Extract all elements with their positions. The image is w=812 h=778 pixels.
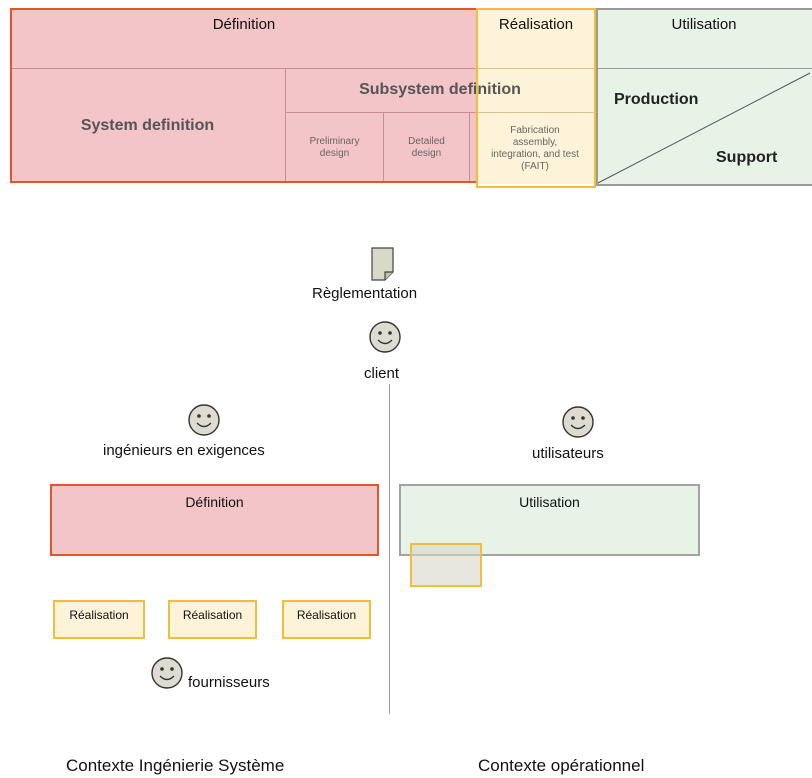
realisation-overlay-box xyxy=(410,543,482,587)
utilisateurs-label: utilisateurs xyxy=(532,445,604,462)
client-label: client xyxy=(364,365,400,382)
realisation-header-label: Réalisation xyxy=(498,16,574,33)
production-label: Production xyxy=(614,91,699,108)
realisation-box-label: Réalisation xyxy=(182,608,243,622)
definition-border xyxy=(10,8,478,183)
context-divider xyxy=(389,384,390,714)
realisation-box-2: Réalisation xyxy=(168,600,257,639)
definition-gap-cell xyxy=(470,112,476,182)
detailed-design-label: Detailed design xyxy=(408,135,445,159)
support-label: Support xyxy=(716,149,778,166)
right-context-caption: Contexte opérationnel xyxy=(478,756,645,775)
realisation-border xyxy=(476,8,596,188)
preliminary-design-label: Preliminary design xyxy=(309,135,360,159)
smiley-face-icon xyxy=(188,404,220,436)
fournisseurs-label: fournisseurs xyxy=(188,674,270,691)
right-utilisation-label: Utilisation xyxy=(519,494,580,510)
subsystem-definition-cell-fait-part xyxy=(476,68,594,112)
utilisation-header: Utilisation xyxy=(596,8,812,68)
smiley-face-icon xyxy=(369,321,401,353)
document-icon xyxy=(371,247,394,281)
subsystem-definition-label: Subsystem definition xyxy=(359,81,521,98)
realisation-box-label: Réalisation xyxy=(69,608,129,622)
definition-header: Définition xyxy=(10,8,478,68)
system-definition-label: System definition xyxy=(80,116,215,134)
realisation-box-1: Réalisation xyxy=(53,600,145,639)
smiley-face-icon xyxy=(562,406,594,438)
preliminary-design-cell: Preliminary design xyxy=(286,112,384,182)
left-definition-label: Définition xyxy=(185,494,244,510)
left-context-caption: Contexte Ingénierie Système xyxy=(66,756,285,775)
fait-cell: Fabrication assembly, integration, and t… xyxy=(476,112,594,184)
smiley-face-icon xyxy=(151,657,183,689)
detailed-design-cell: Detailed design xyxy=(384,112,470,182)
realisation-box-3: Réalisation xyxy=(282,600,371,639)
utilisation-border xyxy=(596,8,812,186)
ingenieurs-label: ingénieurs en exigences xyxy=(103,442,265,459)
system-definition-cell: System definition xyxy=(10,68,286,182)
left-definition-box: Définition xyxy=(50,484,379,556)
utilisation-header-label: Utilisation xyxy=(671,16,737,33)
production-support-diagonal xyxy=(597,72,811,184)
realisation-box-label: Réalisation xyxy=(296,608,357,622)
production-support-cell: Production Support xyxy=(596,68,812,184)
fait-label: Fabrication assembly, integration, and t… xyxy=(491,124,579,172)
realisation-header: Réalisation xyxy=(476,8,596,68)
reglementation-label: Règlementation xyxy=(312,285,418,302)
subsystem-definition-cell xyxy=(286,68,476,112)
definition-header-label: Définition xyxy=(212,16,276,33)
